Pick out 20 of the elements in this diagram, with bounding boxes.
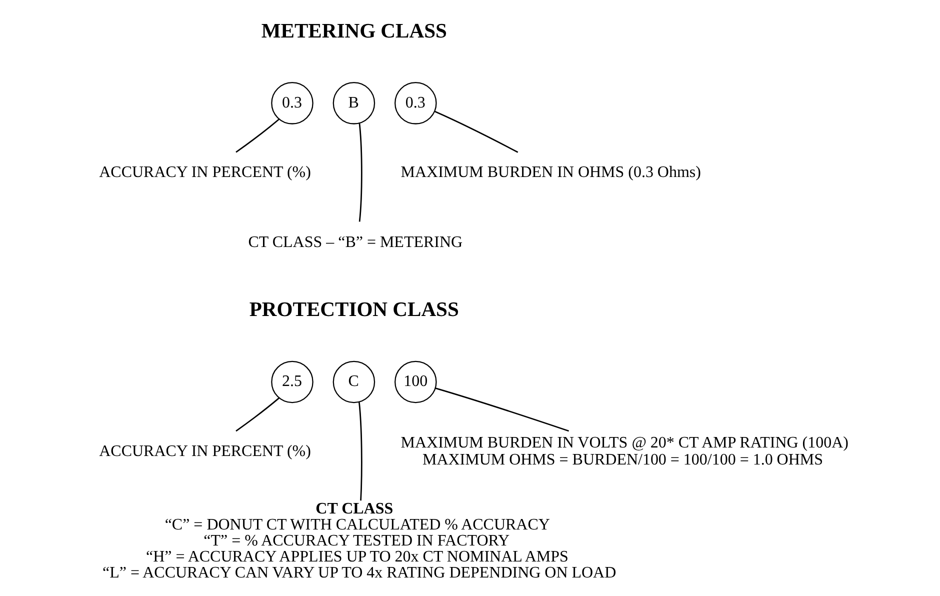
- node-text: ACCURACY IN PERCENT (%): [98, 442, 310, 460]
- node-circle: 2.5: [270, 360, 313, 404]
- node-text: MAXIMUM BURDEN IN OHMS (0.3 Ohms): [400, 164, 700, 182]
- label: METERING CLASS: [260, 20, 446, 42]
- node-text: ACCURACY IN PERCENT (%): [98, 164, 310, 182]
- connector: [235, 398, 279, 432]
- connector: [358, 123, 362, 222]
- node-circle: B: [332, 82, 375, 124]
- connector: [434, 388, 568, 432]
- connector: [434, 110, 518, 153]
- connector: [358, 402, 362, 501]
- node-circle: 0.3: [270, 82, 313, 124]
- node-circle: 0.3: [394, 82, 436, 124]
- node-circle: 100: [394, 360, 436, 404]
- connector: [235, 118, 279, 153]
- node-text: MAXIMUM BURDEN IN VOLTS @ 20* CT AMP RATING (100A) MAXIMUM OHMS = BURDEN/100 = 100/100 = 1.0 OHMS: [400, 434, 848, 468]
- node-text: CT CLASS – “B” = METERING: [248, 234, 462, 251]
- label: PROTECTION CLASS: [248, 299, 458, 322]
- node-text: CT CLASS “C” = DONUT CT WITH CALCULATED % ACCURACY “T” = % ACCURACY TESTED IN FACTORY “H” = ACCURACY APPLIES UP TO 20x CT NOMINAL AMPS “L” = ACCURACY CAN VARY UP TO 4x RATING DEPENDING ON LOAD: [102, 500, 616, 582]
- node-circle: C: [332, 360, 375, 404]
